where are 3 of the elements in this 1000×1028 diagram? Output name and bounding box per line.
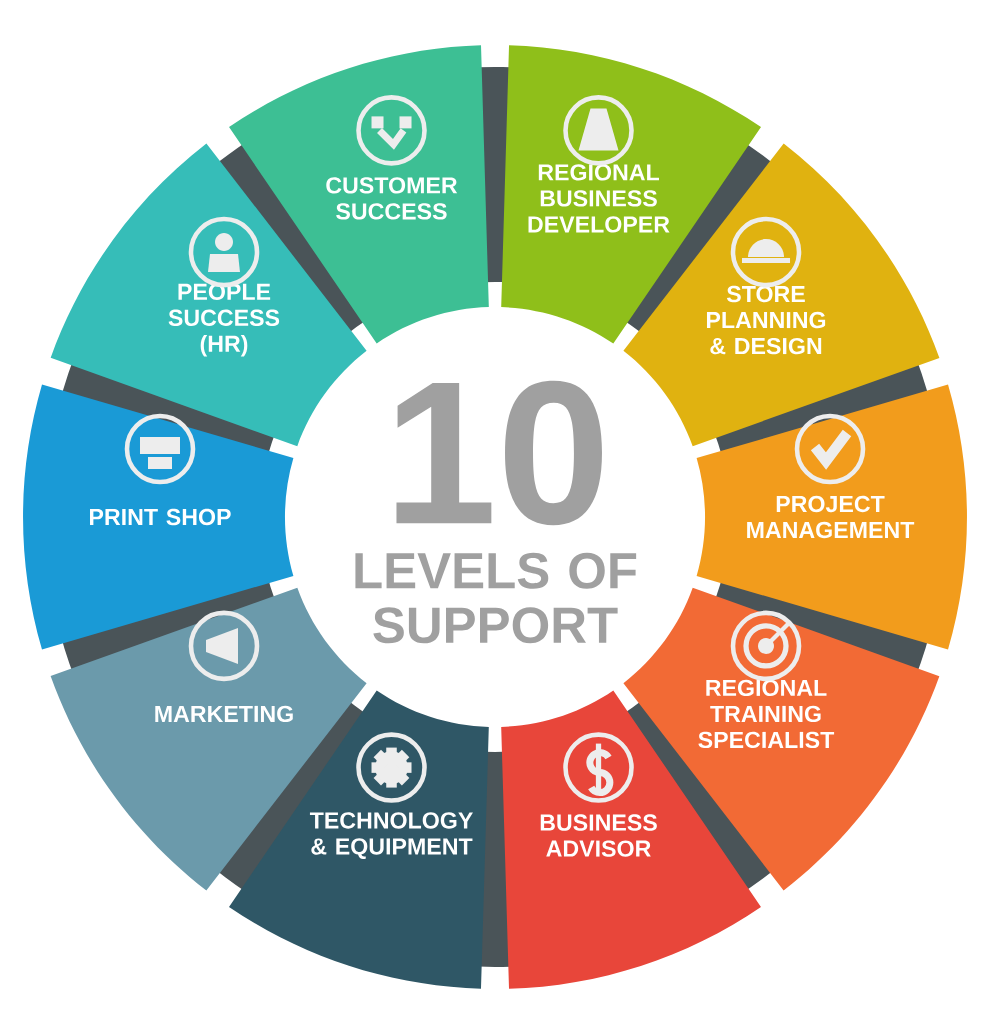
segment: PRINT SHOP — [23, 384, 294, 650]
segment: PROJECT MANAGEMENT — [696, 384, 967, 650]
big-number: 10 — [396, 380, 602, 526]
